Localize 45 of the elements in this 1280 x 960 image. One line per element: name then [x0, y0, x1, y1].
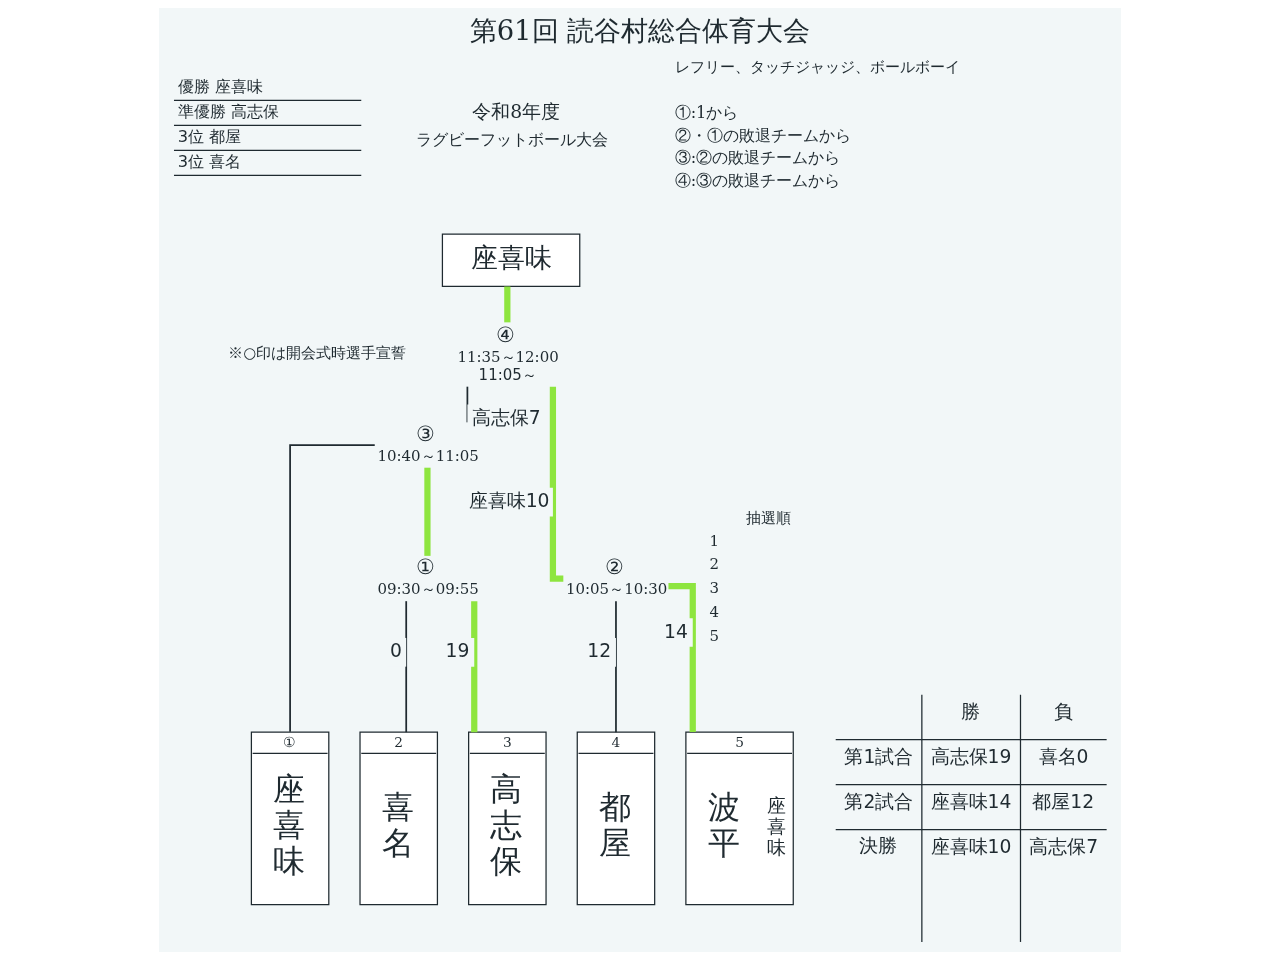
- label: 高志保7: [1029, 836, 1099, 858]
- label: 4: [709, 602, 720, 621]
- label: ③:②の敗退チームから: [674, 148, 841, 168]
- label: 第2試合: [844, 791, 914, 813]
- label: ④:③の敗退チームから: [674, 170, 841, 190]
- label: レフリー、タッチジャッジ、ボールボーイ: [674, 58, 960, 77]
- node-label: 11:05～: [478, 366, 537, 385]
- label: 喜名0: [1038, 746, 1089, 768]
- label: 負: [1053, 701, 1073, 723]
- label: 抽選順: [745, 509, 791, 528]
- label: ラグビーフットボール大会: [416, 129, 609, 149]
- diagram-title: 第61回 読谷村総合体育大会: [469, 15, 811, 47]
- node-label: 09:30～09:55: [377, 580, 479, 599]
- node-text: ①: [416, 554, 436, 580]
- edge-label: 19: [445, 640, 470, 662]
- edge-label: 12: [587, 640, 612, 662]
- label: 座喜味14: [930, 791, 1012, 813]
- label: 高志保19: [930, 746, 1012, 768]
- label: 優勝 座喜味: [177, 77, 263, 97]
- edge-label: 0: [389, 640, 402, 662]
- label: 準優勝 高志保: [177, 102, 279, 122]
- label: ②・①の敗退チームから: [674, 125, 851, 145]
- label: 1: [709, 531, 720, 550]
- label: 3位 喜名: [177, 152, 242, 172]
- label: 第1試合: [844, 746, 914, 768]
- edge-label: 座喜味10: [468, 490, 550, 512]
- edge-label: 14: [664, 620, 688, 642]
- label: 5: [709, 626, 720, 645]
- label: 都屋12: [1032, 791, 1095, 813]
- label: 令和8年度: [472, 100, 561, 122]
- label: ①:1から: [674, 103, 739, 123]
- node-text: ④: [496, 321, 516, 347]
- label: 勝: [961, 701, 981, 723]
- label: 座喜味10: [930, 836, 1012, 858]
- node-text: ③: [416, 420, 436, 446]
- edge-label: 高志保7: [471, 406, 541, 428]
- node-label: 11:35～12:00: [457, 347, 559, 366]
- label: 決勝: [859, 835, 898, 857]
- node-text: ②: [604, 554, 624, 580]
- label: ※○印は開会式時選手宣誓: [228, 344, 407, 363]
- node-label: 10:05～10:30: [566, 580, 668, 599]
- label: 3: [709, 579, 720, 598]
- label: 2: [709, 555, 720, 574]
- node-label: 10:40～11:05: [377, 446, 479, 465]
- label: 3位 都屋: [177, 127, 242, 147]
